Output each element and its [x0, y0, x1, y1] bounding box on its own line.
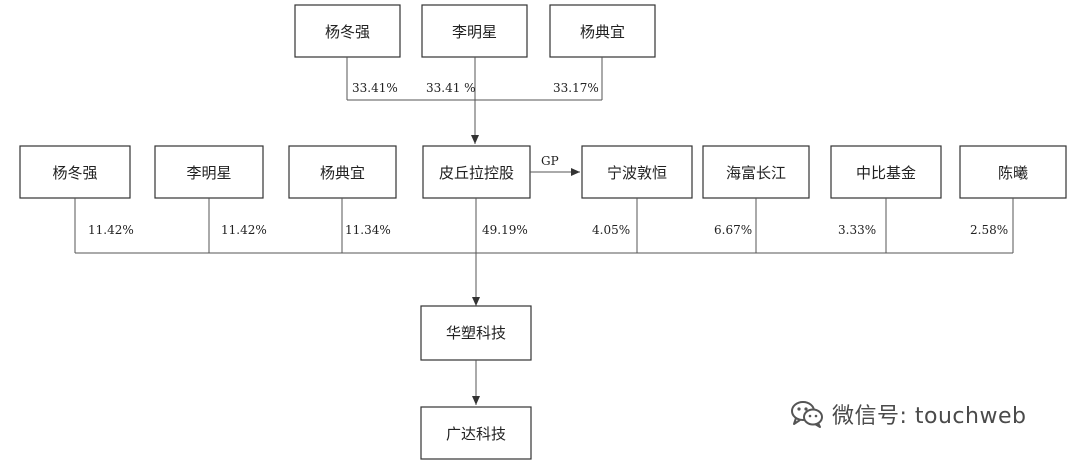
box-label: 皮丘拉控股 — [439, 164, 514, 182]
box-zhongbi-jijin: 中比基金 — [830, 145, 942, 199]
box-label: 李明星 — [452, 23, 497, 41]
box-piqiu-lala: 皮丘拉控股 — [422, 145, 531, 199]
box-top-yang-dianyi: 杨典宜 — [549, 4, 656, 58]
pct-ningbo-dunheng: 4.05% — [592, 223, 630, 237]
box-mid-yang-dianyi: 杨典宜 — [288, 145, 397, 199]
box-label: 中比基金 — [856, 164, 916, 182]
box-label: 杨冬强 — [325, 23, 370, 41]
pct-chen-xi: 2.58% — [970, 223, 1008, 237]
gp-label: GP — [541, 154, 559, 168]
pct-piqiu-lala: 49.19% — [482, 223, 528, 237]
box-label: 海富长江 — [726, 164, 786, 182]
box-label: 李明星 — [186, 164, 231, 182]
box-label: 陈曦 — [998, 164, 1028, 182]
box-ningbo-dunheng: 宁波敦恒 — [581, 145, 693, 199]
box-top-yang-dongqiang: 杨冬强 — [294, 4, 401, 58]
pct-mid-li-mingxing: 11.42% — [221, 223, 267, 237]
box-top-li-mingxing: 李明星 — [421, 4, 528, 58]
box-haifu-changjiang: 海富长江 — [702, 145, 810, 199]
watermark-text: 微信号: touchweb — [832, 404, 1027, 429]
box-mid-yang-dongqiang: 杨冬强 — [19, 145, 131, 199]
box-mid-li-mingxing: 李明星 — [154, 145, 264, 199]
box-label: 宁波敦恒 — [607, 164, 667, 182]
wechat-icon — [791, 401, 823, 428]
box-huasu-keji: 华塑科技 — [420, 305, 532, 361]
box-guangda-keji: 广达科技 — [420, 406, 532, 460]
box-label: 杨典宜 — [320, 164, 365, 182]
pct-top-yang-dongqiang: 33.41% — [352, 81, 398, 95]
pct-top-yang-dianyi: 33.17% — [553, 81, 599, 95]
box-label: 杨冬强 — [52, 164, 97, 182]
box-label: 杨典宜 — [580, 23, 625, 41]
box-chen-xi: 陈曦 — [959, 145, 1067, 199]
pct-zhongbi-jijin: 3.33% — [838, 223, 876, 237]
pct-mid-yang-dianyi: 11.34% — [345, 223, 391, 237]
watermark: 微信号: touchweb — [790, 396, 1026, 432]
pct-haifu-changjiang: 6.67% — [714, 223, 752, 237]
box-label: 广达科技 — [446, 425, 506, 443]
pct-mid-yang-dongqiang: 11.42% — [88, 223, 134, 237]
pct-top-li-mingxing: 33.41 % — [426, 81, 476, 95]
box-label: 华塑科技 — [446, 324, 506, 342]
